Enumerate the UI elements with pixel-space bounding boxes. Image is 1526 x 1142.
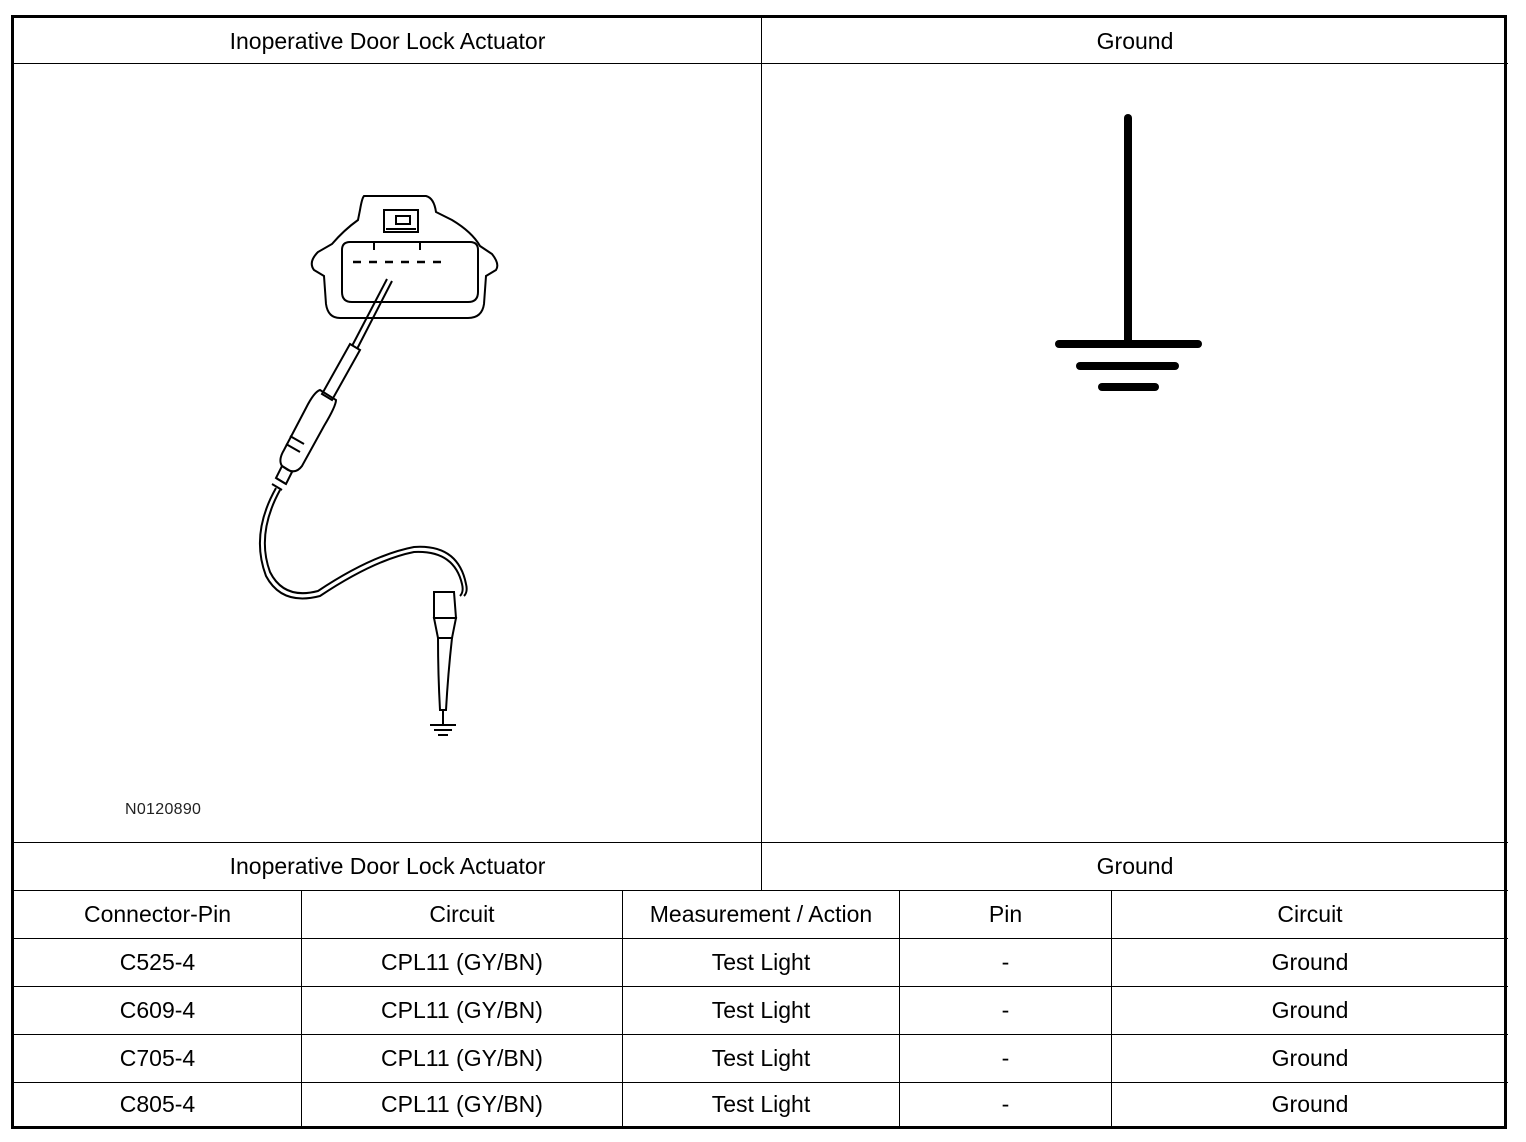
diagnostic-table xyxy=(11,15,1507,1129)
table-cell-pin: - xyxy=(1001,1045,1010,1071)
divider xyxy=(14,842,1508,843)
table-cell-measurement: Test Light xyxy=(711,949,811,975)
table-cell-connector-pin: C805-4 xyxy=(119,1091,196,1117)
table-cell-ground-circuit: Ground xyxy=(1271,1091,1349,1117)
divider xyxy=(14,1082,1508,1083)
table-cell-circuit: CPL11 (GY/BN) xyxy=(381,1045,543,1071)
group-header-left: Inoperative Door Lock Actuator xyxy=(229,853,546,879)
table-cell-connector-pin: C609-4 xyxy=(119,997,196,1023)
divider xyxy=(761,18,762,890)
table-cell-pin: - xyxy=(1001,1091,1010,1117)
column-header-pin: Pin xyxy=(988,901,1023,927)
table-cell-measurement: Test Light xyxy=(711,997,811,1023)
group-header-right: Ground xyxy=(1096,853,1174,879)
figure-id-label: N0120890 xyxy=(125,801,202,818)
table-cell-ground-circuit: Ground xyxy=(1271,1045,1349,1071)
table-cell-measurement: Test Light xyxy=(711,1045,811,1071)
divider xyxy=(1111,890,1112,1126)
column-header-ground-circuit: Circuit xyxy=(1277,901,1343,927)
ground-symbol-icon xyxy=(1055,114,1202,391)
table-cell-pin: - xyxy=(1001,997,1010,1023)
divider xyxy=(14,1034,1508,1035)
divider xyxy=(899,890,900,1126)
table-cell-connector-pin: C525-4 xyxy=(119,949,196,975)
divider xyxy=(14,890,1508,891)
table-cell-ground-circuit: Ground xyxy=(1271,997,1349,1023)
divider xyxy=(14,986,1508,987)
table-cell-measurement: Test Light xyxy=(711,1091,811,1117)
connector-test-light-figure xyxy=(258,195,499,736)
divider xyxy=(14,938,1508,939)
table-cell-ground-circuit: Ground xyxy=(1271,949,1349,975)
divider xyxy=(301,890,302,1126)
divider xyxy=(622,890,623,1126)
table-cell-circuit: CPL11 (GY/BN) xyxy=(381,949,543,975)
table-cell-circuit: CPL11 (GY/BN) xyxy=(381,997,543,1023)
column-header-measurement-action: Measurement / Action xyxy=(649,901,873,927)
column-header-circuit: Circuit xyxy=(429,901,495,927)
connector-icon xyxy=(310,195,499,319)
test-light-probe-icon xyxy=(258,278,468,724)
header-left-title: Inoperative Door Lock Actuator xyxy=(229,27,546,54)
column-header-connector-pin: Connector-Pin xyxy=(83,901,232,927)
ground-symbol-icon xyxy=(430,724,456,736)
table-cell-connector-pin: C705-4 xyxy=(119,1045,196,1071)
header-right-title: Ground xyxy=(1096,27,1174,54)
table-cell-pin: - xyxy=(1001,949,1010,975)
table-cell-circuit: CPL11 (GY/BN) xyxy=(381,1091,543,1117)
